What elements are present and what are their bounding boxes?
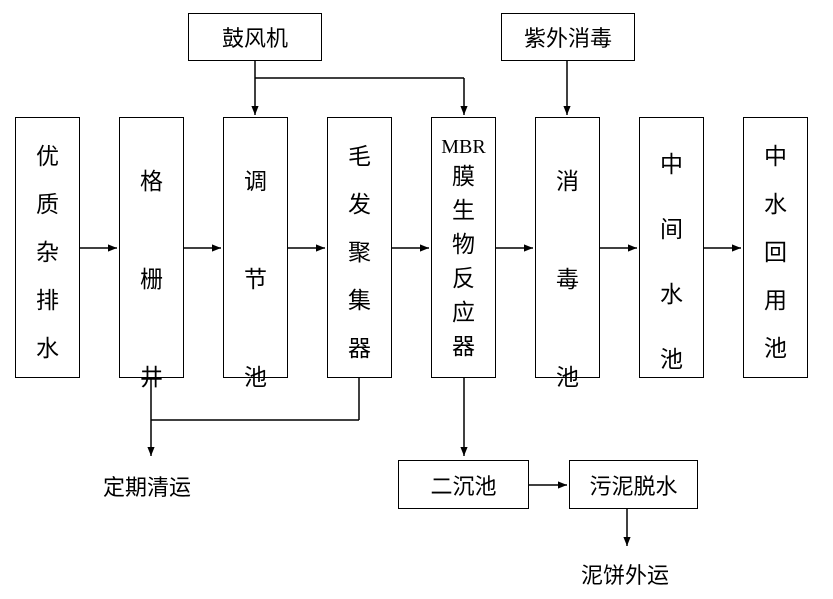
periodic-removal-label: 定期清运: [103, 476, 192, 501]
hair-collector-label: 毛发聚集器: [348, 144, 371, 362]
mbr-label: MBR: [441, 136, 486, 158]
mbr-reactor-label: 膜生物反应器: [452, 164, 475, 360]
sludge-dewatering-box: 污泥脱水: [569, 460, 698, 509]
secondary-settling-label: 二沉池: [430, 474, 497, 500]
disinfection-tank-label: 消毒池: [556, 169, 579, 391]
blower-label: 鼓风机: [221, 27, 288, 52]
source-water-label: 优质杂排水: [36, 144, 59, 362]
hair-collector-box: 毛发聚集器: [327, 117, 392, 378]
reuse-tank-box: 中水回用池: [743, 117, 808, 378]
blower-box: 鼓风机: [188, 13, 322, 61]
sludge-dewatering-label: 污泥脱水: [589, 474, 678, 500]
mbr-reactor-box: MBR 膜生物反应器: [431, 117, 496, 378]
equalization-tank-box: 调节池: [223, 117, 288, 391]
source-water-box: 优质杂排水: [15, 117, 80, 378]
intermediate-tank-box: 中间水池: [639, 117, 704, 378]
secondary-settling-box: 二沉池: [398, 460, 529, 509]
uv-disinfection-label: 紫外消毒: [523, 27, 612, 52]
reuse-tank-label: 中水回用池: [764, 144, 787, 362]
cake-removal-label: 泥饼外运: [581, 564, 670, 589]
disinfection-tank-box: 消毒池: [535, 117, 600, 391]
screen-well-label: 格栅井: [140, 169, 163, 391]
screen-well-box: 格栅井: [119, 117, 184, 391]
equalization-tank-label: 调节池: [244, 169, 267, 391]
uv-disinfection-box: 紫外消毒: [501, 13, 635, 61]
intermediate-tank-label: 中间水池: [660, 152, 683, 373]
